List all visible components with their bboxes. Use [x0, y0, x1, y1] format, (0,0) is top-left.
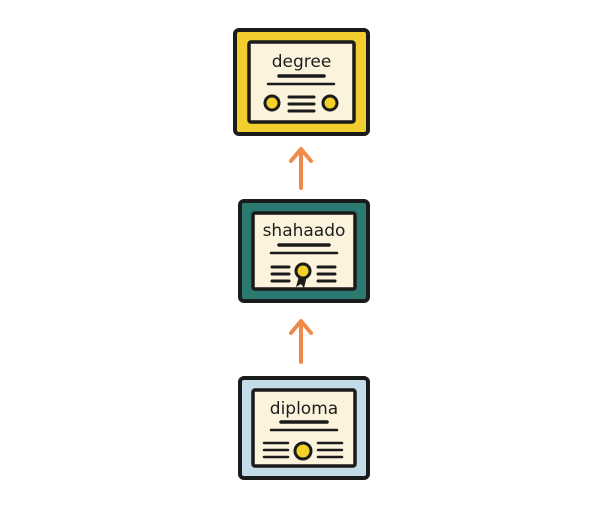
diploma-certificate: diploma — [238, 376, 370, 480]
shahaado-paper — [251, 211, 357, 291]
shahaado-certificate: shahaado — [238, 199, 370, 303]
arrow-up-icon — [289, 319, 313, 364]
shahaado-title: shahaado — [263, 221, 346, 241]
degree-certificate: degree — [233, 28, 370, 136]
degree-title: degree — [272, 52, 332, 72]
degree-left-seal-icon — [263, 94, 281, 112]
diploma-seal-icon — [293, 441, 313, 461]
ribbon-seal-icon — [294, 262, 312, 288]
arrow-up-icon — [289, 147, 313, 190]
diploma-paper — [251, 388, 357, 468]
diploma-title: diploma — [270, 399, 338, 419]
degree-right-seal-icon — [321, 94, 339, 112]
